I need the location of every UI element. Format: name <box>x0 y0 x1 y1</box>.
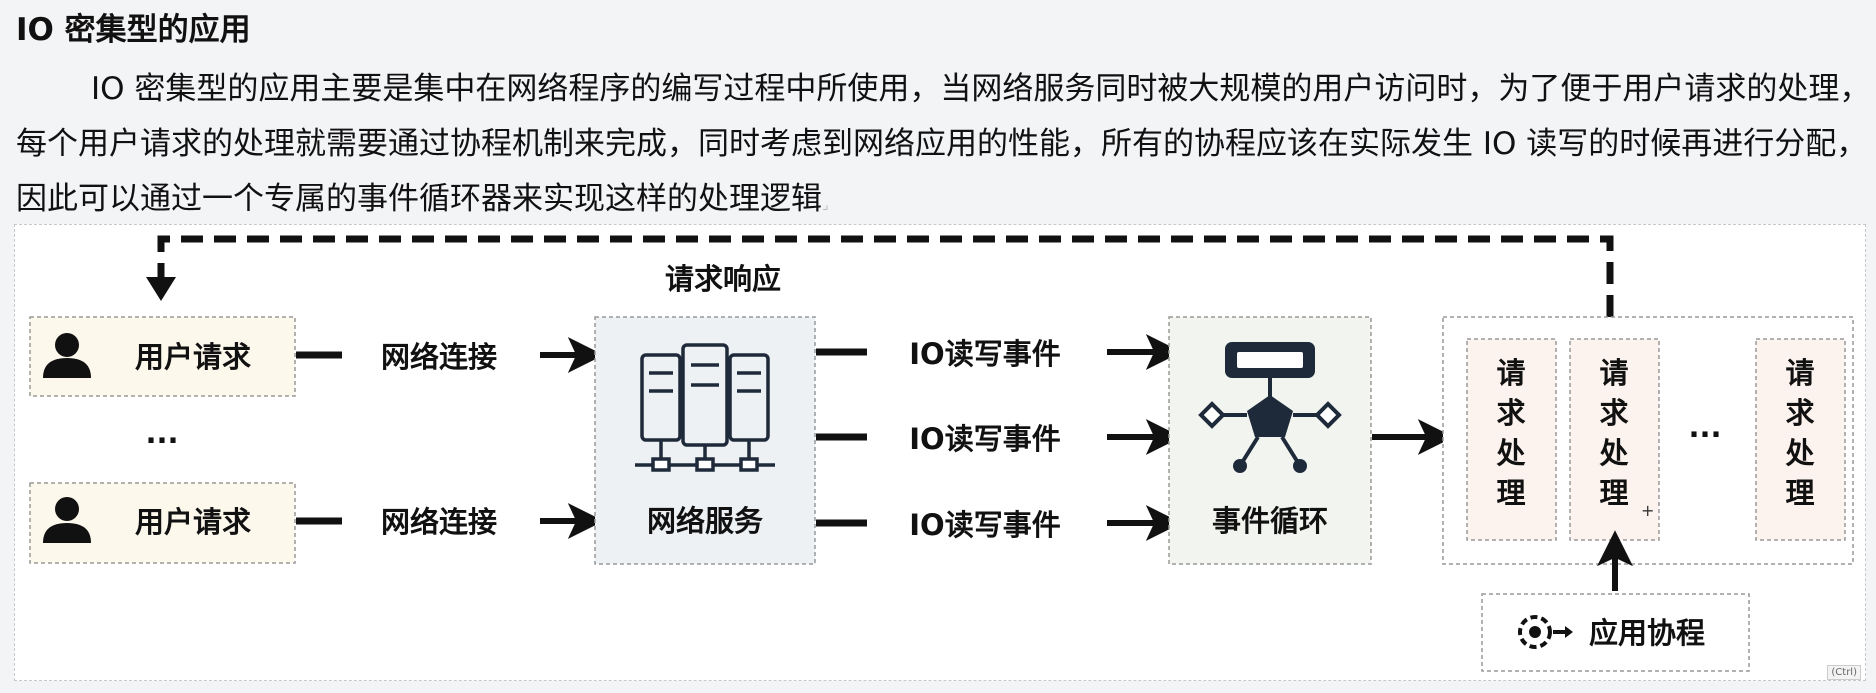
request-handle-char: 求 <box>1496 396 1525 430</box>
gear-arrow-icon <box>1518 615 1573 649</box>
feedback-arrow-head <box>146 277 176 301</box>
user-icon <box>43 497 91 543</box>
paragraph-text: IO 密集型的应用主要是集中在网络程序的编写过程中所使用，当网络服务同时被大规模… <box>16 71 1871 217</box>
request-handle-box-2 <box>1569 338 1660 541</box>
paragraph-mark: ⌟ <box>822 197 829 213</box>
io-event-label-1: IO读写事件 <box>909 337 1060 371</box>
user-icon <box>43 333 91 378</box>
event-loop-label: 事件循环 <box>1212 504 1328 538</box>
body-paragraph: IO 密集型的应用主要是集中在网络程序的编写过程中所使用，当网络服务同时被大规模… <box>16 62 1871 233</box>
app-coroutine-label: 应用协程 <box>1589 616 1705 650</box>
request-handle-char: 理 <box>1496 476 1525 510</box>
ellipsis-right: ... <box>1688 410 1721 444</box>
paste-options-badge[interactable]: (Ctrl) <box>1827 665 1861 680</box>
io-event-label-2: IO读写事件 <box>909 422 1060 456</box>
request-handle-box-3 <box>1755 338 1846 541</box>
request-handle-char: 处 <box>1784 436 1814 470</box>
net-connect-label-top: 网络连接 <box>381 340 497 374</box>
user-request-box-top <box>29 316 296 397</box>
request-handle-char: 处 <box>1495 436 1525 470</box>
request-handle-char: 求 <box>1599 396 1628 430</box>
request-handle-char: 理 <box>1785 476 1814 510</box>
user-request-label-bottom: 用户请求 <box>135 505 251 539</box>
request-handle-char: 处 <box>1598 436 1628 470</box>
io-event-label-3: IO读写事件 <box>909 508 1060 542</box>
net-connect-label-bottom: 网络连接 <box>381 505 497 539</box>
request-handle-box-1 <box>1466 338 1557 541</box>
network-service-box <box>594 316 816 565</box>
diagram-title: 请求响应 <box>665 262 781 296</box>
app-coroutine-box <box>1481 593 1750 672</box>
user-request-box-bottom <box>29 482 296 564</box>
cursor-crosshair: + <box>1641 501 1654 520</box>
flow-diagram: 请求响应 用户请求 ... 用户请求 网络连接 网络连接 <box>29 235 1854 672</box>
feedback-dashed-line <box>157 235 1614 317</box>
network-service-label: 网络服务 <box>647 504 763 538</box>
ellipsis-left: ... <box>145 416 178 450</box>
server-icon <box>635 343 775 472</box>
event-loop-icon <box>1198 342 1342 473</box>
request-handle-char: 请 <box>1599 356 1628 390</box>
request-handle-char: 求 <box>1785 396 1814 430</box>
diagram-frame: 请求响应 用户请求 ... 用户请求 网络连接 网络连接 <box>14 224 1866 681</box>
request-handle-char: 请 <box>1785 356 1814 390</box>
user-request-label-top: 用户请求 <box>135 340 251 374</box>
section-heading: IO 密集型的应用 <box>16 12 251 48</box>
request-handle-char: 理 <box>1599 476 1628 510</box>
request-handle-char: 请 <box>1496 356 1525 390</box>
